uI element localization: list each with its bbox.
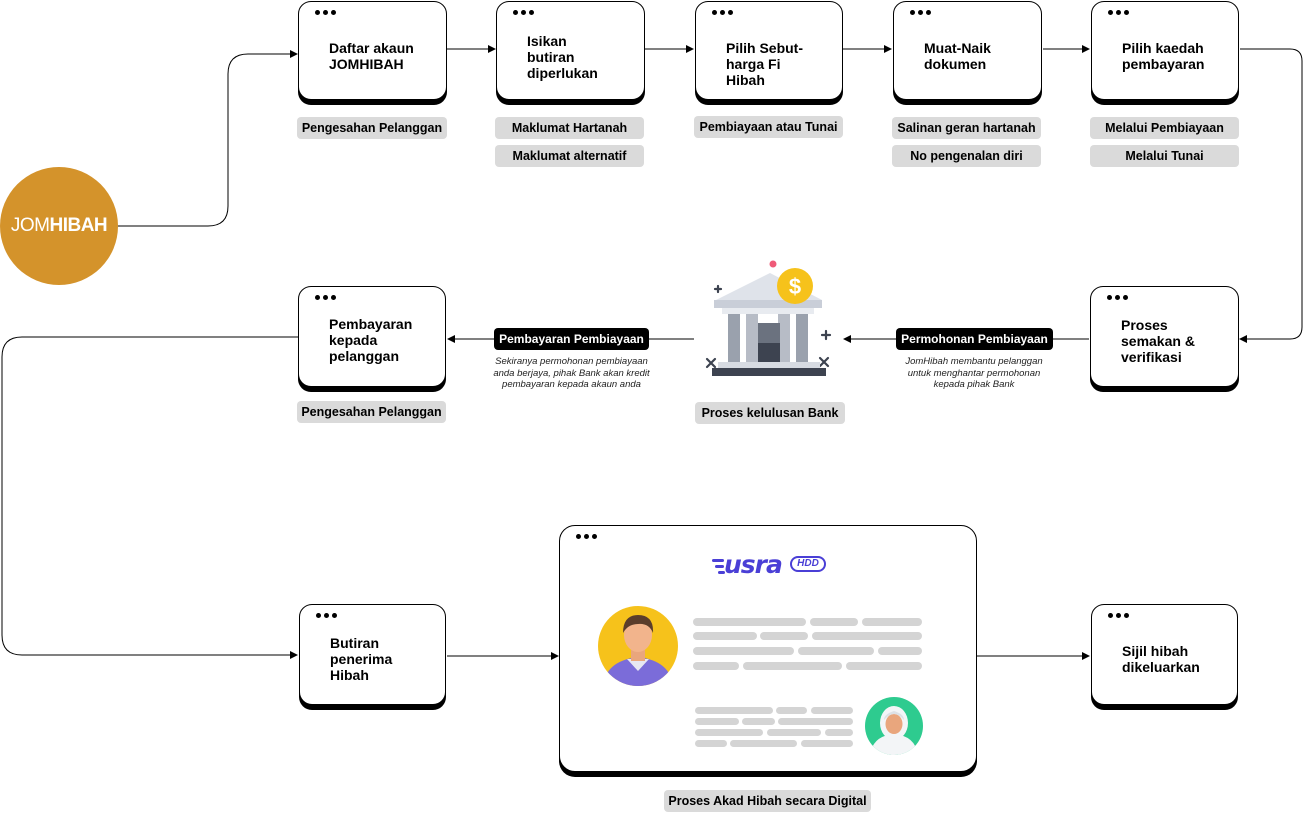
step-card-pembayaran-pelanggan[interactable]: Pembayaran kepada pelanggan (298, 286, 446, 387)
text-placeholder-bar (778, 718, 853, 725)
step-label: Butiran penerima Hibah (330, 635, 393, 683)
step-label: Isikan butiran diperlukan (527, 33, 598, 81)
text-placeholder-bar (742, 718, 775, 725)
speed-line (712, 559, 724, 562)
step-card-isikan[interactable]: Isikan butiran diperlukan (496, 1, 645, 100)
tag-melalui-pembiayaan: Melalui Pembiayaan (1090, 117, 1239, 139)
step-label: Pembayaran kepada pelanggan (329, 316, 413, 364)
tag-no-pengenalan: No pengenalan diri (892, 145, 1041, 167)
text-placeholder-bar (846, 662, 922, 670)
note-pembayaran: Sekiranya permohonan pembiayaan anda ber… (493, 356, 650, 390)
window-dots-icon (910, 10, 931, 15)
male-avatar-icon (598, 606, 678, 686)
tag-salinan-geran: Salinan geran hartanah (892, 117, 1041, 139)
window-dots-icon (315, 295, 336, 300)
text-placeholder-bar (695, 740, 727, 747)
text-placeholder-bar (862, 618, 922, 626)
window-dots-icon (1107, 295, 1128, 300)
window-dots-icon (712, 10, 733, 15)
window-dots-icon (316, 613, 337, 618)
tag-pembiayaan-tunai: Pembiayaan atau Tunai (694, 116, 843, 138)
text-placeholder-bar (812, 632, 922, 640)
step-card-sijil[interactable]: Sijil hibah dikeluarkan (1091, 604, 1238, 705)
step-card-daftar[interactable]: Daftar akaun JOMHIBAH (298, 1, 447, 100)
tag-maklumat-hartanah: Maklumat Hartanah (495, 117, 644, 139)
text-placeholder-bar (801, 740, 853, 747)
text-placeholder-bar (693, 632, 757, 640)
usra-brand-logo: usra (724, 550, 783, 579)
logo-prefix: JOM (10, 215, 50, 236)
step-card-butiran-penerima[interactable]: Butiran penerima Hibah (299, 604, 446, 705)
text-placeholder-bar (693, 662, 739, 670)
tag-proses-kelulusan-bank: Proses kelulusan Bank (695, 402, 845, 424)
window-dots-icon (1108, 613, 1129, 618)
bank-building-icon: $ (705, 260, 832, 376)
note-permohonan: JomHibah membantu pelanggan untuk mengha… (905, 356, 1043, 390)
tag-proses-akad-hibah: Proses Akad Hibah secara Digital (664, 790, 871, 812)
step-label: Daftar akaun JOMHIBAH (329, 40, 414, 72)
text-placeholder-bar (693, 647, 794, 655)
step-label: Sijil hibah dikeluarkan (1122, 643, 1200, 675)
step-label: Muat-Naik dokumen (924, 40, 991, 72)
label-pembayaran-pembiayaan: Pembayaran Pembiayaan (494, 328, 649, 350)
step-label: Pilih Sebut- harga Fi Hibah (726, 40, 803, 88)
window-dots-icon (315, 10, 336, 15)
step-card-pilih-kaedah[interactable]: Pilih kaedah pembayaran (1091, 1, 1239, 100)
text-placeholder-bar (825, 729, 853, 736)
text-placeholder-bar (730, 740, 797, 747)
step-label: Proses semakan & verifikasi (1121, 317, 1195, 365)
step-card-proses-semakan[interactable]: Proses semakan & verifikasi (1090, 286, 1239, 387)
dollar-coin-icon: $ (777, 268, 813, 304)
text-placeholder-bar (760, 632, 808, 640)
text-placeholder-bar (695, 707, 773, 714)
connector-kaedah-to-semakan (1239, 48, 1303, 343)
label-permohonan-pembiayaan: Permohonan Pembiayaan (896, 328, 1053, 350)
tag-maklumat-alternatif: Maklumat alternatif (495, 145, 644, 167)
text-placeholder-bar (878, 647, 922, 655)
tag-pengesahan-pelanggan-2: Pengesahan Pelanggan (297, 401, 446, 423)
connector-pembayaran-to-butiran (1, 336, 298, 659)
text-placeholder-bar (743, 662, 842, 670)
window-dots-icon (576, 534, 597, 539)
svg-text:$: $ (789, 274, 801, 299)
window-dots-icon (1108, 10, 1129, 15)
usra-hdd-badge: HDD (790, 556, 826, 572)
window-dots-icon (513, 10, 534, 15)
text-placeholder-bar (810, 618, 858, 626)
speed-line (718, 571, 725, 574)
step-card-pilih-sebut-harga[interactable]: Pilih Sebut- harga Fi Hibah (695, 1, 843, 100)
tag-pengesahan-pelanggan: Pengesahan Pelanggan (297, 117, 447, 139)
connector-logo-to-daftar (118, 50, 298, 227)
text-placeholder-bar (695, 729, 763, 736)
text-placeholder-bar (695, 718, 739, 725)
text-placeholder-bar (693, 618, 806, 626)
step-card-muat-naik[interactable]: Muat-Naik dokumen (893, 1, 1042, 100)
tag-melalui-tunai: Melalui Tunai (1090, 145, 1239, 167)
female-hijab-avatar-icon (865, 697, 923, 755)
text-placeholder-bar (767, 729, 821, 736)
text-placeholder-bar (811, 707, 853, 714)
logo-bold: HIBAH (49, 215, 108, 236)
speed-line (715, 565, 724, 568)
step-label: Pilih kaedah pembayaran (1122, 40, 1205, 72)
text-placeholder-bar (798, 647, 874, 655)
text-placeholder-bar (776, 707, 807, 714)
